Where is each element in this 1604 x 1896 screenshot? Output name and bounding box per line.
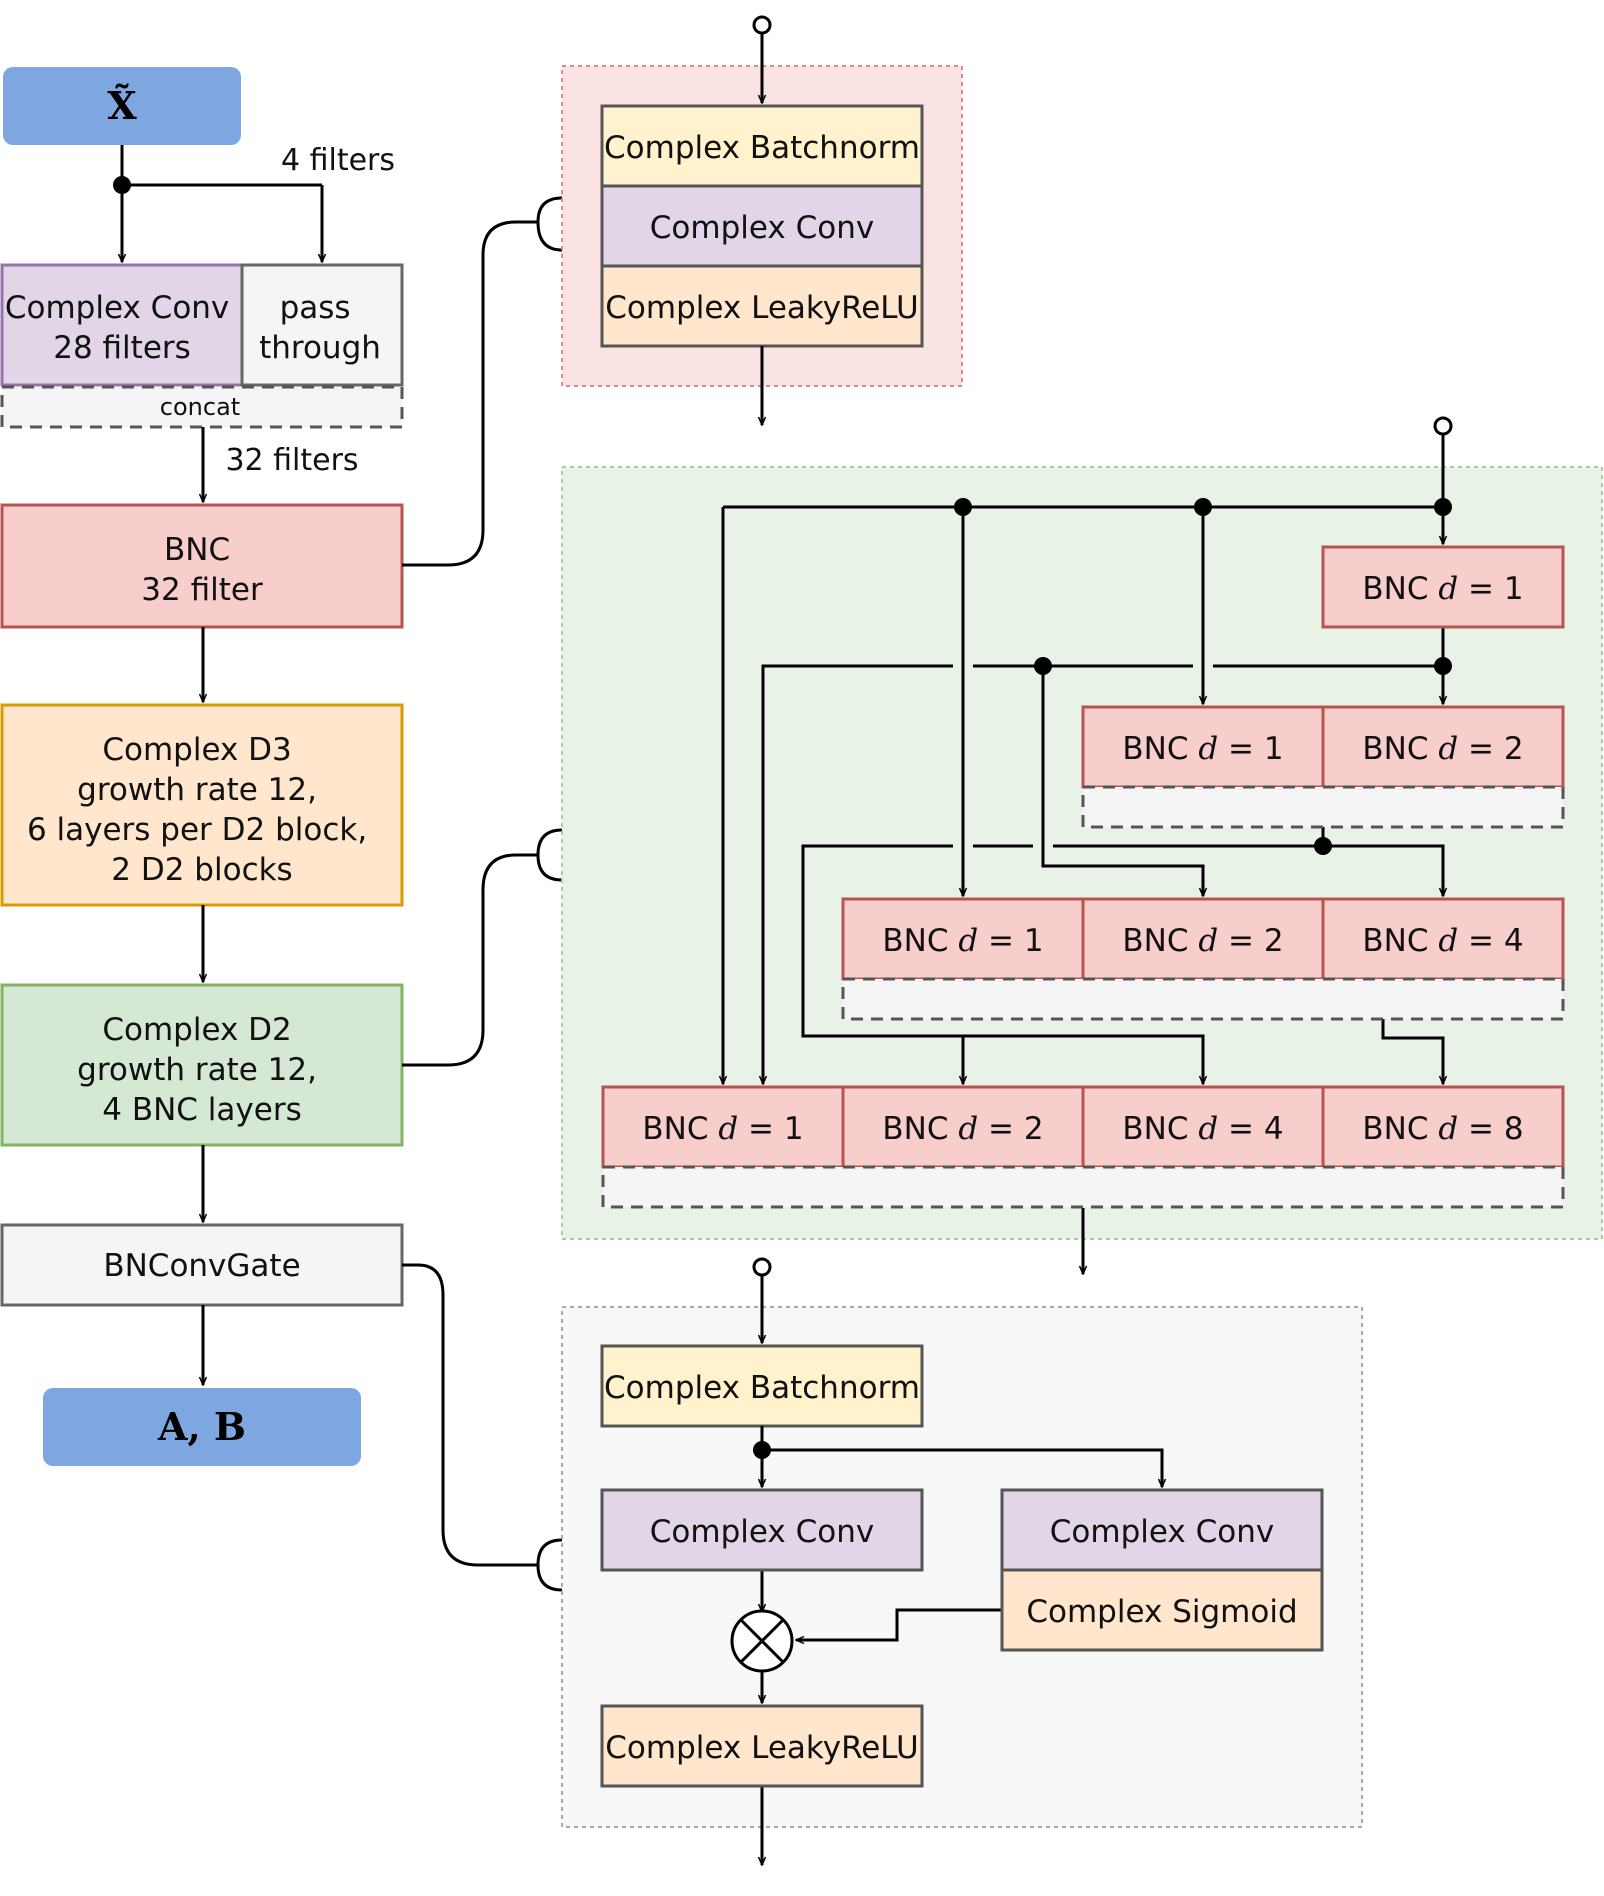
d3-line4: 2 D2 blocks [111,852,292,888]
gate-conv-left-label: Complex Conv [650,1514,874,1550]
d2-line3: 4 BNC layers [102,1092,301,1128]
bnc-detail-panel: Complex Batchnorm Complex Conv Complex L… [561,15,963,425]
svg-text:BNC d = 4: BNC d = 4 [1122,1111,1283,1147]
thirty-two-filters-label: 32 filters [225,443,358,478]
d2-row4-concat [601,1165,1565,1209]
gate-conv-right-label: Complex Conv [1050,1514,1274,1550]
d2-row3-bnc-4 [1321,897,1565,981]
svg-text:BNC d = 1: BNC d = 1 [882,923,1043,959]
pass-through-line2: through [259,330,381,366]
input-label: X̃ [107,83,137,128]
bnc-32-line2: 32 filter [141,572,263,608]
d3-line2: growth rate 12, [77,772,317,808]
gate-leakyrelu-block [600,1704,924,1788]
svg-text:BNC d = 1: BNC d = 1 [1362,571,1523,607]
svg-text:BNC d = 8: BNC d = 8 [1362,1111,1523,1147]
d2-row1-bnc-1 [1321,545,1565,629]
svg-text:Complex D3 growth rate 1: Complex D3 growth rate 12, 6 layers per … [27,732,377,888]
output-label: A, B [157,1404,246,1449]
bnc-leakyrelu-block [600,264,924,348]
bnconvgate-label: BNConvGate [103,1248,300,1284]
complex-d3-block [0,703,404,907]
bnc-32-block [0,503,404,629]
pass-through-line1: pass [280,290,351,326]
svg-text:Complex D2 growth rate 1: Complex D2 growth rate 12, 4 BNC layers [77,1012,327,1128]
gate-sigmoid-block [1000,1568,1324,1652]
gate-leakyrelu-label: Complex LeakyReLU [605,1730,918,1766]
svg-text:BNC d = 2: BNC d = 2 [1362,731,1523,767]
d2-row2-bnc-2 [1321,705,1565,789]
d3-line3: 6 layers per D2 block, [27,812,367,848]
svg-text:BNC d = 1: BNC d = 1 [1122,731,1283,767]
svg-text:Complex Conv 28 filters: Complex Conv 28 filters [5,290,239,366]
left-column: X̃ 4 filters Complex Conv 28 filters pas… [0,67,404,1466]
complex-conv-28-line1: Complex Conv [5,290,229,326]
concat-label: concat [160,393,240,421]
gate-batchnorm-label: Complex Batchnorm [604,1370,920,1406]
bnc-conv-label: Complex Conv [650,210,874,246]
d2-row2-concat [1081,785,1565,829]
bnc-batchnorm-label: Complex Batchnorm [604,130,920,166]
d2-row1-d-value-1: 1 [1504,571,1524,607]
complex-d2-block [0,983,404,1147]
complex-conv-28-line2: 28 filters [53,330,191,366]
svg-text:pass through: pass through [259,290,381,366]
d2-row3-concat [841,977,1565,1021]
gate-detail-panel: Complex Batchnorm Complex Conv Complex C… [561,1257,1363,1865]
svg-text:BNC 32 filter: BNC 32 filter [141,532,263,608]
gate-conv-left-block [600,1488,924,1572]
d2-detail-panel: BNC d = 1 BNC d = 1 BNC d = 2 BNC d = 1 … [561,416,1603,1274]
svg-text:BNC d = 2: BNC d = 2 [882,1111,1043,1147]
bnc-32-line1: BNC [164,532,230,568]
d3-line1: Complex D3 [102,732,291,768]
complex-conv-28-block [0,263,244,387]
d2-line2: growth rate 12, [77,1052,317,1088]
pass-through-block [240,263,404,387]
gate-batchnorm-block [600,1344,924,1428]
output-node [43,1388,361,1466]
connector-brackets [402,196,563,1592]
svg-text:BNC d = 2: BNC d = 2 [1122,923,1283,959]
d2-row3-bnc-2 [1081,897,1325,981]
svg-text:BNC d = 1: BNC d = 1 [642,1111,803,1147]
bnc-batchnorm-block [600,104,924,188]
bnc-conv-block [600,184,924,268]
d2-line1: Complex D2 [102,1012,291,1048]
gate-sigmoid-label: Complex Sigmoid [1026,1594,1297,1630]
input-node [3,67,241,145]
multiply-icon [730,1609,794,1673]
svg-text:BNC d = 4: BNC d = 4 [1362,923,1523,959]
bnc-leakyrelu-label: Complex LeakyReLU [605,290,918,326]
four-filters-label: 4 filters [281,143,395,178]
